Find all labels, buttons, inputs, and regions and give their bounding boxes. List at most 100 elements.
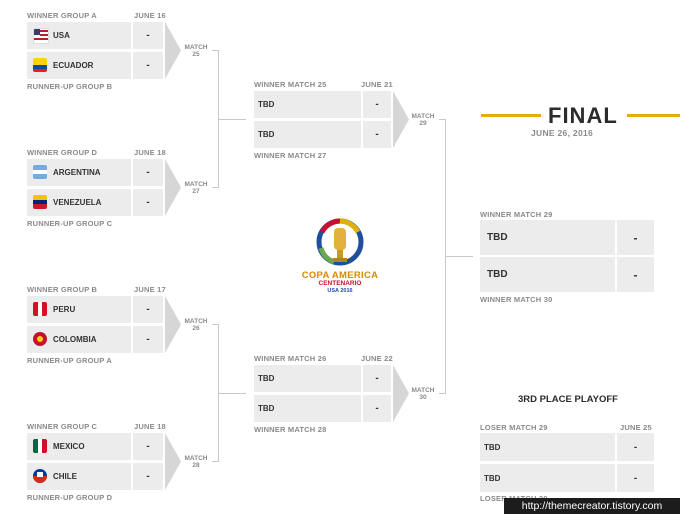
team-score: - bbox=[361, 91, 391, 118]
team-score: - bbox=[131, 433, 163, 460]
bracket-line bbox=[218, 119, 246, 120]
match-bottom-label: RUNNER-UP GROUP D bbox=[27, 493, 113, 502]
team-name: TBD bbox=[484, 443, 501, 452]
match-top-label: LOSER MATCH 29 bbox=[480, 423, 548, 432]
team-score: - bbox=[131, 22, 163, 49]
ecuador-flag-icon bbox=[33, 58, 47, 72]
watermark-link[interactable]: http://themecreator.tistory.com bbox=[504, 498, 680, 514]
argentina-flag-icon bbox=[33, 165, 47, 179]
team-row[interactable]: ARGENTINA - bbox=[27, 159, 163, 186]
team-score: - bbox=[131, 189, 163, 216]
match-top-label: WINNER MATCH 29 bbox=[480, 210, 553, 219]
bracket-line bbox=[218, 393, 246, 394]
chevron-right-icon bbox=[165, 296, 181, 353]
team-name: TBD bbox=[258, 100, 275, 109]
chevron-right-icon bbox=[393, 365, 409, 422]
final-accent-bar-left bbox=[481, 114, 541, 117]
team-name: COLOMBIA bbox=[53, 335, 97, 344]
match-top-label: WINNER MATCH 26 bbox=[254, 354, 327, 363]
team-name: TBD bbox=[258, 404, 275, 413]
chevron-right-icon bbox=[165, 433, 181, 490]
team-score: - bbox=[361, 121, 391, 148]
match-date: JUNE 18 bbox=[134, 422, 166, 431]
chevron-right-icon bbox=[165, 159, 181, 216]
match-top-label: WINNER GROUP A bbox=[27, 11, 97, 20]
match-date: JUNE 25 bbox=[620, 423, 652, 432]
team-name: TBD bbox=[258, 130, 275, 139]
bracket-line bbox=[445, 256, 473, 257]
team-name: TBD bbox=[487, 269, 508, 280]
usa-flag-icon bbox=[33, 28, 49, 44]
chevron-right-icon bbox=[393, 91, 409, 148]
team-row[interactable]: TBD - bbox=[254, 365, 391, 392]
team-score: - bbox=[131, 326, 163, 353]
match-top-label: WINNER GROUP D bbox=[27, 148, 98, 157]
chevron-right-icon bbox=[165, 22, 181, 79]
team-score: - bbox=[615, 220, 654, 255]
team-score: - bbox=[131, 159, 163, 186]
peru-flag-icon bbox=[33, 302, 47, 316]
match-top-label: WINNER GROUP B bbox=[27, 285, 98, 294]
match-bottom-label: WINNER MATCH 30 bbox=[480, 295, 553, 304]
team-row[interactable]: PERU - bbox=[27, 296, 163, 323]
chile-flag-icon bbox=[33, 469, 47, 483]
team-name: MEXICO bbox=[53, 442, 85, 451]
team-score: - bbox=[131, 463, 163, 490]
team-row[interactable]: TBD - bbox=[254, 91, 391, 118]
match-date: JUNE 17 bbox=[134, 285, 166, 294]
team-row[interactable]: TBD - bbox=[480, 220, 654, 255]
team-row[interactable]: TBD - bbox=[480, 257, 654, 292]
team-row[interactable]: VENEZUELA - bbox=[27, 189, 163, 216]
team-row[interactable]: ECUADOR - bbox=[27, 52, 163, 79]
team-name: TBD bbox=[258, 374, 275, 383]
team-score: - bbox=[361, 365, 391, 392]
match-bottom-label: RUNNER-UP GROUP C bbox=[27, 219, 113, 228]
third-place-title: 3RD PLACE PLAYOFF bbox=[518, 394, 618, 405]
venezuela-flag-icon bbox=[33, 195, 47, 209]
team-row[interactable]: TBD - bbox=[480, 433, 654, 461]
match-date: JUNE 21 bbox=[361, 80, 393, 89]
final-title: FINAL bbox=[548, 103, 618, 128]
final-date: JUNE 26, 2016 bbox=[531, 128, 594, 138]
team-name: USA bbox=[53, 31, 70, 40]
bracket-line bbox=[212, 187, 218, 188]
team-name: ARGENTINA bbox=[53, 168, 101, 177]
team-score: - bbox=[131, 296, 163, 323]
trophy-logo-icon bbox=[316, 218, 364, 266]
match-date: JUNE 22 bbox=[361, 354, 393, 363]
team-name: TBD bbox=[484, 474, 501, 483]
bracket-line bbox=[439, 119, 445, 120]
match-date: JUNE 16 bbox=[134, 11, 166, 20]
team-row[interactable]: USA - bbox=[27, 22, 163, 49]
team-row[interactable]: TBD - bbox=[254, 395, 391, 422]
colombia-flag-icon bbox=[33, 332, 47, 346]
match-bottom-label: WINNER MATCH 28 bbox=[254, 425, 327, 434]
match-bottom-label: WINNER MATCH 27 bbox=[254, 151, 327, 160]
team-score: - bbox=[361, 395, 391, 422]
team-name: CHILE bbox=[53, 472, 77, 481]
logo-title: COPA AMERICA bbox=[301, 270, 379, 281]
team-name: TBD bbox=[487, 232, 508, 243]
team-row[interactable]: MEXICO - bbox=[27, 433, 163, 460]
team-score: - bbox=[615, 257, 654, 292]
team-row[interactable]: TBD - bbox=[480, 464, 654, 492]
bracket-line bbox=[212, 324, 218, 325]
team-score: - bbox=[615, 433, 654, 461]
team-row[interactable]: COLOMBIA - bbox=[27, 326, 163, 353]
match-top-label: WINNER GROUP C bbox=[27, 422, 98, 431]
logo-subtitle: CENTENARIO bbox=[318, 280, 362, 287]
match-top-label: WINNER MATCH 25 bbox=[254, 80, 327, 89]
bracket-line bbox=[212, 50, 218, 51]
team-name: ECUADOR bbox=[53, 61, 94, 70]
match-bottom-label: RUNNER-UP GROUP A bbox=[27, 356, 112, 365]
bracket-line bbox=[439, 393, 445, 394]
team-row[interactable]: TBD - bbox=[254, 121, 391, 148]
team-name: PERU bbox=[53, 305, 76, 314]
team-score: - bbox=[615, 464, 654, 492]
team-row[interactable]: CHILE - bbox=[27, 463, 163, 490]
